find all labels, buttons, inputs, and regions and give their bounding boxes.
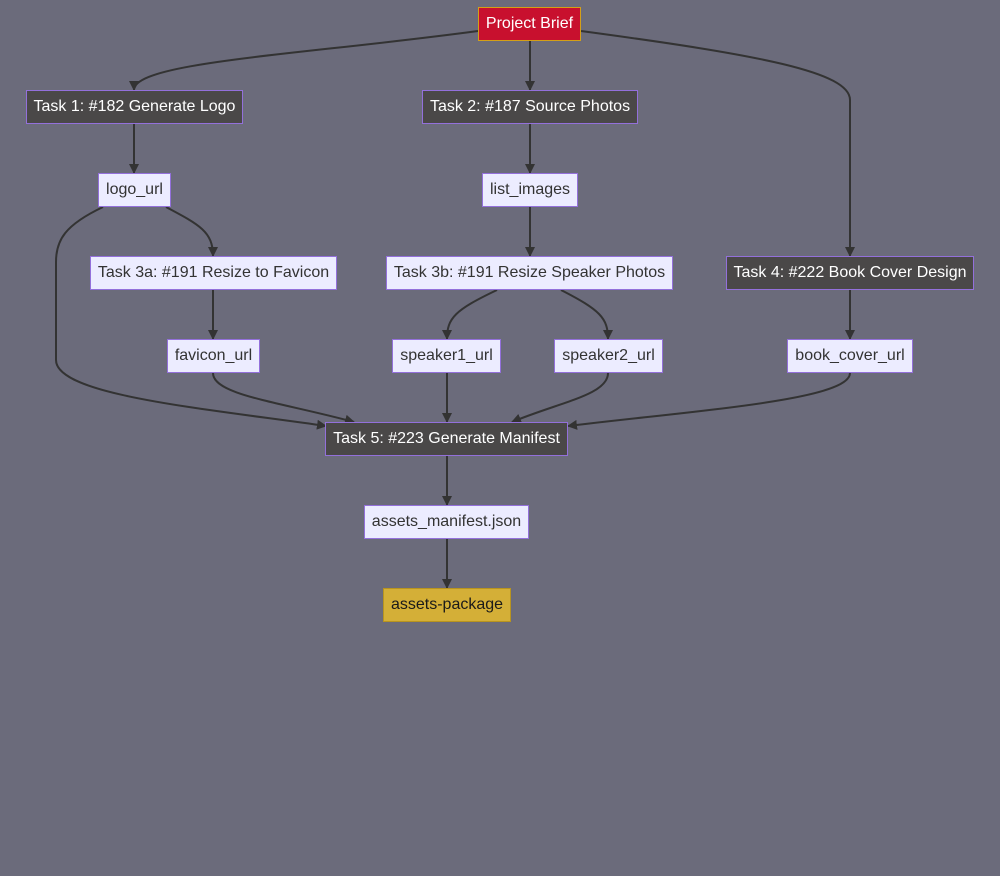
task3a-node[interactable]: Task 3a: #191 Resize to Favicon (90, 256, 337, 290)
book-cover-url-node[interactable]: book_cover_url (787, 339, 913, 373)
edge-book-cover-url-to-task5 (567, 372, 851, 430)
favicon-url-node[interactable]: favicon_url (167, 339, 260, 373)
speaker2-url-node[interactable]: speaker2_url (554, 339, 663, 373)
edges-group (55, 30, 855, 589)
assets-manifest-node[interactable]: assets_manifest.json (364, 505, 529, 539)
task4-node[interactable]: Task 4: #222 Book Cover Design (726, 256, 974, 290)
edge-logo-url-to-task5 (55, 206, 327, 430)
list-images-node[interactable]: list_images (482, 173, 578, 207)
edge-project-brief-to-task1 (129, 30, 479, 91)
assets-package-node[interactable]: assets-package (383, 588, 511, 622)
edge-favicon-url-to-task5 (212, 372, 355, 425)
task5-node[interactable]: Task 5: #223 Generate Manifest (325, 422, 568, 456)
task3b-node[interactable]: Task 3b: #191 Resize Speaker Photos (386, 256, 673, 290)
speaker1-url-node[interactable]: speaker1_url (392, 339, 501, 373)
edge-project-brief-to-task4 (580, 30, 855, 257)
logo-url-node[interactable]: logo_url (98, 173, 171, 207)
edge-task3b-to-speaker1-url (442, 289, 498, 340)
project-brief-node[interactable]: Project Brief (478, 7, 581, 41)
task1-node[interactable]: Task 1: #182 Generate Logo (26, 90, 243, 124)
edge-task3b-to-speaker2-url (560, 289, 613, 340)
task2-node[interactable]: Task 2: #187 Source Photos (422, 90, 638, 124)
edge-logo-url-to-task3a (165, 206, 218, 257)
edge-speaker2-url-to-task5 (511, 372, 609, 424)
